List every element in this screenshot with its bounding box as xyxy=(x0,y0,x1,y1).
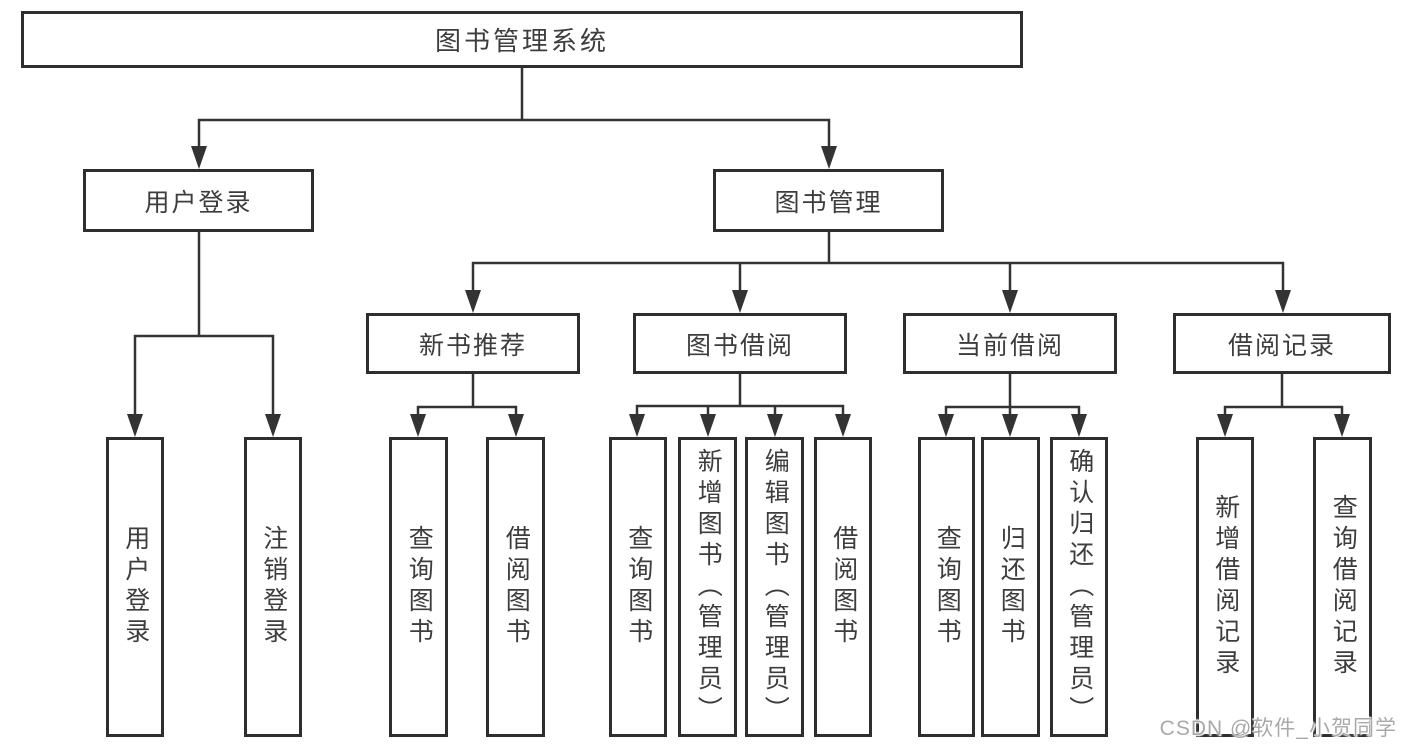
leaf-add-books-admin: 新增图书（管理员） xyxy=(678,437,737,737)
leaf-user-login: 用户登录 xyxy=(106,437,164,737)
leaf-edit-books-admin: 编辑图书（管理员） xyxy=(745,437,804,737)
node-user-login: 用户登录 xyxy=(83,169,314,232)
leaf-borrow-books-recommend: 借阅图书 xyxy=(486,437,545,737)
node-current-borrowing: 当前借阅 xyxy=(903,313,1117,374)
leaf-query-books-current: 查询图书 xyxy=(918,437,975,737)
csdn-watermark: CSDN @软件_小贺同学 xyxy=(1159,717,1397,740)
arrowheads xyxy=(127,146,1350,437)
node-book-management: 图书管理 xyxy=(713,169,944,232)
leaf-borrow-books: 借阅图书 xyxy=(814,437,872,737)
leaf-query-books-recommend: 查询图书 xyxy=(389,437,448,737)
leaf-logout: 注销登录 xyxy=(244,437,302,737)
node-new-book-recommendation: 新书推荐 xyxy=(366,313,580,374)
leaf-query-borrow-record: 查询借阅记录 xyxy=(1313,437,1372,737)
tree-edges xyxy=(133,66,1344,418)
node-borrowing-records: 借阅记录 xyxy=(1173,313,1391,374)
leaf-return-books: 归还图书 xyxy=(981,437,1040,737)
leaf-confirm-return-admin: 确认归还（管理员） xyxy=(1050,437,1108,737)
node-book-borrowing: 图书借阅 xyxy=(633,313,847,374)
leaf-add-borrow-record: 新增借阅记录 xyxy=(1196,437,1254,737)
leaf-query-books-borrowing: 查询图书 xyxy=(609,437,667,737)
node-root-book-management-system: 图书管理系统 xyxy=(21,11,1023,68)
